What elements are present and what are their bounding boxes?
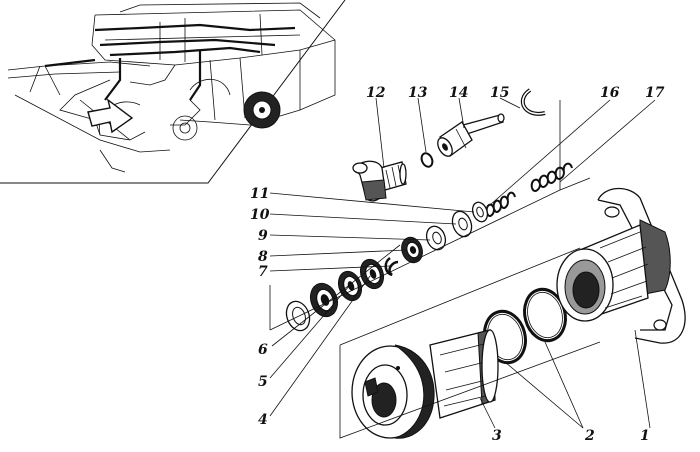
part-16-spring (485, 191, 516, 217)
callout-11: 11 (250, 186, 269, 202)
part-bearing-pair (337, 258, 385, 302)
callout-6: 6 (258, 342, 268, 358)
callout-4: 4 (258, 412, 268, 428)
callout-9: 9 (258, 228, 268, 244)
inset-frame (0, 0, 346, 184)
callout-2: 2 (584, 428, 595, 444)
callout-labels: 12 13 14 15 16 17 11 10 9 8 7 6 5 4 3 2 … (250, 85, 665, 444)
part-11-washer (471, 201, 489, 223)
part-15-circlip (520, 88, 546, 116)
callout-7: 7 (258, 264, 268, 280)
callout-3: 3 (492, 428, 502, 444)
part-10-washer (451, 210, 473, 238)
callout-1: 1 (640, 428, 650, 444)
part-7-wave-washer (384, 256, 399, 277)
part-13-ring (420, 152, 434, 168)
harvester-pipes (44, 23, 296, 101)
part-6-seal (285, 300, 311, 332)
assembly-axis-lines (269, 100, 601, 439)
callout-17: 17 (645, 85, 665, 101)
part-14-fitting (437, 113, 505, 157)
callout-8: 8 (258, 249, 268, 265)
part-1-housing (556, 187, 686, 344)
harvester-wheel (243, 91, 281, 129)
callout-15: 15 (490, 85, 509, 101)
harvester-inset (0, 0, 346, 184)
part-3-sleeve (351, 329, 499, 439)
part-9-washer (425, 225, 447, 251)
callout-12: 12 (366, 85, 386, 101)
leader-lines (269, 97, 656, 429)
part-8-bearing (401, 236, 423, 264)
callout-13: 13 (408, 85, 428, 101)
callout-10: 10 (250, 207, 270, 223)
harvester-sketch (7, 2, 336, 173)
callout-5: 5 (258, 374, 268, 390)
location-arrow (87, 98, 134, 134)
callout-14: 14 (449, 85, 468, 101)
callout-16: 16 (600, 85, 620, 101)
part-17-spring (530, 162, 573, 192)
part-12-elbow (352, 160, 407, 202)
